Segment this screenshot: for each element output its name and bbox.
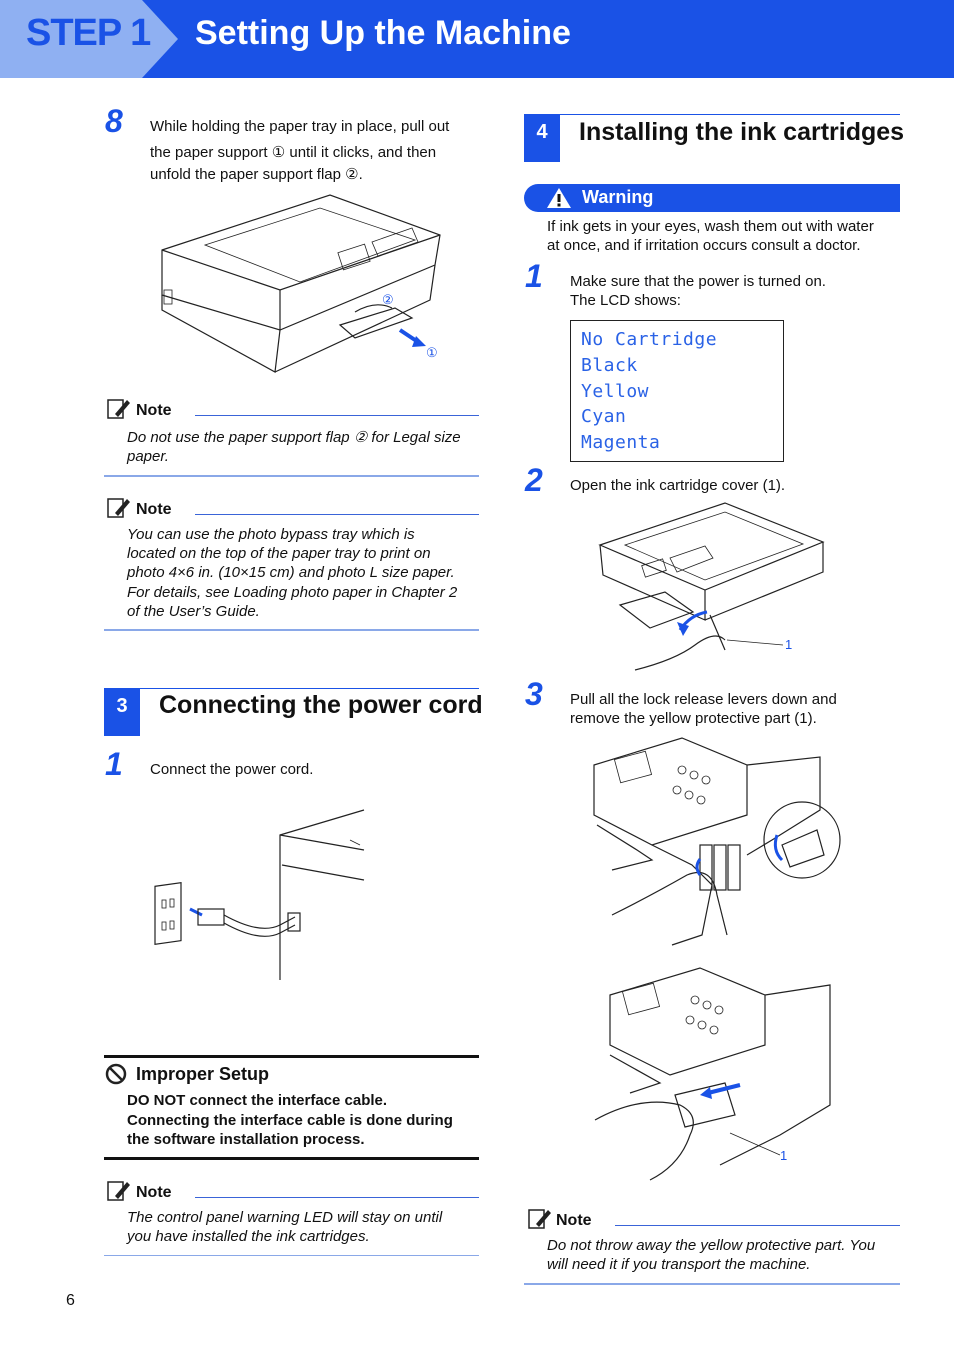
lcd-line: Magenta (581, 432, 661, 454)
lcd-display: No Cartridge Black Yellow Cyan Magenta (570, 320, 784, 462)
section-rule (560, 114, 900, 115)
note-text: you have installed the ink cartridges. (127, 1228, 370, 1245)
improper-top-rule (104, 1055, 479, 1058)
step-text: Connect the power cord. (150, 761, 314, 778)
warning-bar (524, 184, 900, 212)
note-text: You can use the photo bypass tray which … (127, 526, 415, 543)
improper-body: DO NOT connect the interface cable. Conn… (127, 1091, 487, 1150)
note-divider (195, 1197, 479, 1198)
note-text: located on the top of the paper tray to … (127, 545, 431, 562)
note-text: paper. (127, 448, 169, 465)
lcd-line: Cyan (581, 406, 627, 428)
note-divider (615, 1225, 900, 1226)
step-text: remove the yellow protective part (1). (570, 710, 817, 727)
note-icon (528, 1209, 551, 1229)
note-text: photo 4×6 in. (10×15 cm) and photo L siz… (127, 564, 455, 581)
step-number: 8 (105, 103, 123, 139)
callout-1: 1 (785, 637, 792, 652)
warning-heading: Warning (582, 187, 654, 207)
note-bottom-rule (104, 475, 479, 477)
note-bottom-rule (104, 629, 479, 631)
note-text: Do not throw away the yellow protective … (547, 1237, 876, 1254)
note-heading: Note (136, 501, 172, 518)
step-number: 1 (105, 746, 123, 782)
printer-illustration: ② ① (161, 194, 441, 373)
step-text: While holding the paper tray in place, p… (150, 118, 450, 135)
note-divider (195, 514, 479, 515)
note-icon (107, 498, 130, 518)
step-number: 1 (525, 258, 543, 294)
step-number: 2 (525, 462, 543, 498)
step-text: unfold the paper support flap ②. (150, 166, 363, 183)
note-bottom-rule (524, 1283, 900, 1285)
note-divider (195, 415, 479, 416)
step-text: Open the ink cartridge cover (1). (570, 477, 786, 494)
callout-1: ① (426, 345, 438, 360)
lcd-line: No Cartridge (581, 329, 718, 350)
step-text: the paper support ① until it clicks, and… (150, 144, 437, 161)
improper-line: DO NOT connect the interface cable. (127, 1092, 388, 1109)
callout-2: ② (382, 292, 394, 307)
step-text: Make sure that the power is turned on. (570, 273, 826, 290)
improper-heading: Improper Setup (136, 1064, 270, 1084)
note-text: will need it if you transport the machin… (547, 1256, 811, 1273)
step-text: The LCD shows: (570, 292, 681, 309)
note-icon (107, 399, 130, 419)
lcd-line: Black (581, 354, 638, 376)
note-text: Do not use the paper support flap ② for … (127, 429, 461, 446)
step-text: Pull all the lock release levers down an… (570, 691, 837, 708)
note-icon (107, 1181, 130, 1201)
note-text: The control panel warning LED will stay … (127, 1209, 443, 1226)
improper-line: the software installation process. (127, 1131, 365, 1148)
warning-icon (547, 188, 571, 208)
cover-open-illustration: 1 (598, 502, 825, 671)
section-title: Connecting the power cord (159, 691, 483, 719)
lock-lever-illustration (593, 737, 841, 946)
step-number: 3 (525, 676, 543, 712)
step-tab (0, 0, 178, 78)
remove-part-illustration: 1 (594, 967, 831, 1181)
section-number: 4 (524, 114, 560, 162)
note-heading: Note (556, 1212, 592, 1229)
note-text: For details, see Loading photo paper in … (127, 584, 458, 601)
warning-text: at once, and if irritation occurs consul… (547, 237, 861, 254)
note-heading: Note (136, 402, 172, 419)
note-text: of the User’s Guide. (127, 603, 260, 620)
note-bottom-rule (104, 1255, 479, 1256)
section-title: Installing the ink cartridges (579, 118, 905, 146)
section-number: 3 (104, 688, 140, 736)
section-rule (140, 688, 479, 689)
callout-1: 1 (780, 1148, 787, 1163)
step-label: STEP 1 (26, 12, 151, 54)
prohibited-icon (105, 1063, 127, 1085)
warning-text: If ink gets in your eyes, wash them out … (547, 218, 874, 235)
note-heading: Note (136, 1184, 172, 1201)
improper-bottom-rule (104, 1157, 479, 1160)
power-cord-illustration (154, 809, 365, 980)
lcd-line: Yellow (581, 380, 650, 402)
page-number: 6 (66, 1292, 75, 1309)
improper-line: Connecting the interface cable is done d… (127, 1111, 453, 1129)
page-title: Setting Up the Machine (195, 14, 571, 52)
